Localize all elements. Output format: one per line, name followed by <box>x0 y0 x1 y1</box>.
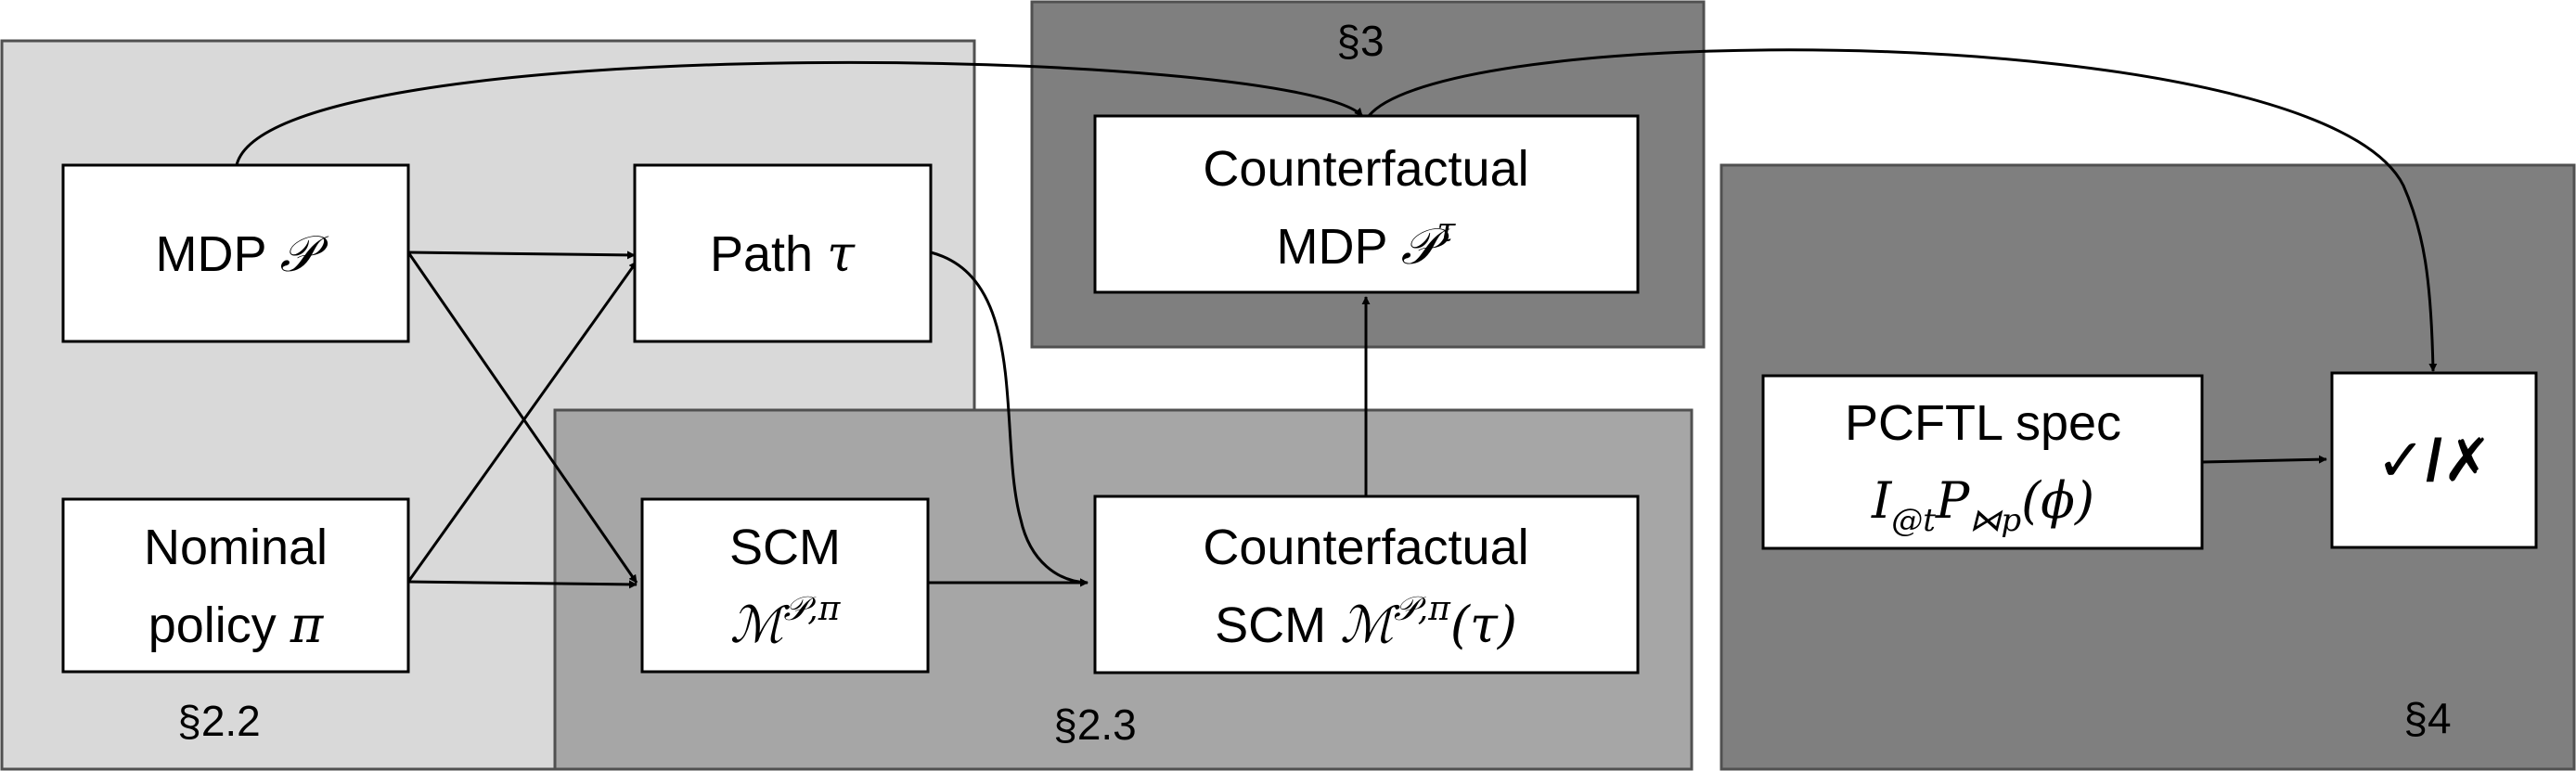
node-counterfactual-scm-box <box>1093 495 1640 675</box>
node-mdp-box <box>61 163 410 343</box>
edge-mdp-to-cf-mdp <box>235 60 1364 166</box>
section-3-label: §3 <box>1336 17 1384 65</box>
node-mdp: MDP 𝒫 <box>61 163 410 343</box>
node-path-box <box>633 163 933 343</box>
node-counterfactual-mdp: Counterfactual MDP 𝒫τ <box>1093 114 1640 294</box>
node-counterfactual-mdp-line2: MDP 𝒫τ <box>1277 212 1457 276</box>
node-pcftl-spec-box <box>1761 374 2204 550</box>
node-path-label: Path τ <box>710 225 856 283</box>
section-2-3-label: §2.3 <box>1053 700 1137 749</box>
node-scm: SCM ℳ𝒫,π <box>640 497 930 674</box>
node-pcftl-spec-formula: I@tP⋈p(ϕ) <box>1871 471 2094 539</box>
node-nominal-policy-line2: policy π <box>148 596 325 654</box>
section-4-label: §4 <box>2403 694 2451 742</box>
node-nominal-policy-line1: Nominal <box>144 520 328 575</box>
node-pcftl-spec: PCFTL spec I@tP⋈p(ϕ) <box>1761 374 2204 550</box>
edge-mdp-to-scm <box>406 251 638 584</box>
node-pcftl-spec-line1: PCFTL spec <box>1845 395 2121 451</box>
node-counterfactual-scm: Counterfactual SCM ℳ𝒫,π(τ) <box>1093 495 1640 675</box>
node-mdp-label: MDP 𝒫 <box>156 225 329 283</box>
edge-cf-mdp-to-verdict <box>1367 48 2438 372</box>
section-2-2-label: §2.2 <box>177 697 261 745</box>
edge-path-to-cf-scm <box>930 251 1088 587</box>
node-counterfactual-scm-line2: SCM ℳ𝒫,π(τ) <box>1215 590 1517 654</box>
node-scm-line1: SCM <box>729 520 841 575</box>
edge-policy-to-scm <box>407 580 638 589</box>
node-scm-box <box>640 497 930 674</box>
node-verdict-label: ✓/✗ <box>2376 427 2492 494</box>
node-counterfactual-mdp-line1: Counterfactual <box>1203 141 1528 197</box>
edge-pcftl-to-verdict <box>2201 455 2327 464</box>
node-verdict-box <box>2330 371 2538 549</box>
edge-policy-to-path <box>406 261 638 583</box>
node-counterfactual-scm-line1: Counterfactual <box>1203 520 1528 575</box>
node-verdict: ✓/✗ <box>2330 371 2538 549</box>
edge-mdp-to-path <box>407 251 636 260</box>
node-nominal-policy-box <box>61 497 410 674</box>
node-scm-line2: ℳ𝒫,π <box>730 590 842 654</box>
node-counterfactual-mdp-box <box>1093 114 1640 294</box>
node-nominal-policy: Nominal policy π <box>61 497 410 674</box>
node-path: Path τ <box>633 163 933 343</box>
